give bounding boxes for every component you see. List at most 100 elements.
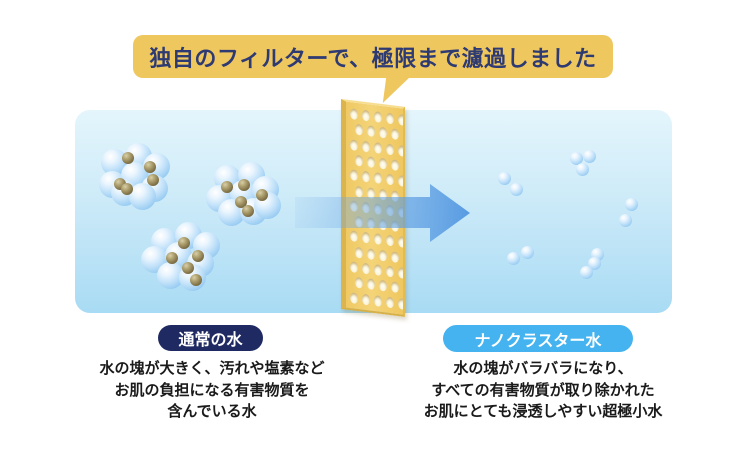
filter-hole [398, 144, 405, 157]
filter-hole [374, 172, 382, 185]
label-nanocluster-water: ナノクラスター水 [443, 325, 633, 352]
filter-hole [362, 109, 370, 122]
impurity-sphere [166, 252, 178, 264]
filter-hole [374, 294, 382, 307]
filter-hole [386, 173, 394, 186]
nano-water-sphere [497, 171, 511, 185]
filter-hole [355, 246, 363, 259]
nano-water-sphere [506, 251, 520, 265]
filter-hole [367, 186, 375, 199]
desc-line: 含んでいる水 [167, 403, 257, 420]
filter-hole [403, 160, 405, 173]
filter-hole [398, 113, 405, 126]
headline-banner: 独自のフィルターで、極限まで濾過しました [133, 35, 613, 78]
filter-hole [362, 262, 370, 275]
filter-hole [391, 220, 399, 233]
filter-hole [379, 218, 387, 231]
filter-hole [350, 261, 358, 274]
filter-hole [398, 266, 405, 279]
impurity-sphere [256, 189, 268, 201]
filter-hole [386, 296, 394, 309]
filter-hole [386, 112, 394, 125]
filter-hole [391, 189, 399, 202]
banner-tail-pointer [382, 76, 411, 103]
filter-hole [379, 126, 387, 139]
filter-hole [362, 231, 370, 244]
filter-hole [391, 281, 399, 294]
filter-hole [403, 191, 405, 204]
filter-hole [350, 199, 358, 212]
filter-hole [355, 185, 363, 198]
filter-hole [355, 124, 363, 136]
filter-hole [386, 143, 394, 156]
filter-hole [355, 215, 363, 228]
filter-hole [374, 233, 382, 246]
filter-hole [379, 188, 387, 201]
impurity-sphere [178, 237, 190, 249]
filter-hole [367, 125, 375, 138]
label-normal-water-text: 通常の水 [178, 332, 243, 349]
impurity-sphere [190, 274, 202, 286]
filter-hole [367, 278, 375, 291]
impurity-sphere [182, 262, 194, 274]
filter-hole [350, 169, 358, 182]
filter-hole [355, 154, 363, 167]
nano-water-sphere [579, 265, 593, 279]
filter-hole [386, 265, 394, 278]
filter-hole [350, 230, 358, 243]
filter-hole [355, 277, 363, 289]
filter-hole [403, 252, 405, 265]
filter-hole [398, 205, 405, 218]
filter-panel [341, 99, 405, 317]
filter-hole [350, 138, 358, 151]
filter-hole [403, 221, 405, 234]
desc-line: 水の塊がバラバラになり、 [453, 360, 633, 377]
filter-hole [350, 291, 358, 304]
filter-hole [367, 247, 375, 260]
desc-line: お肌の負担になる有害物質を [114, 381, 310, 399]
impurity-sphere [242, 205, 254, 217]
nano-water-sphere [618, 213, 632, 227]
filter-hole [386, 204, 394, 217]
filter-hole [398, 297, 405, 310]
filter-hole [386, 234, 394, 247]
filter-hole [367, 217, 375, 230]
filter-hole [379, 279, 387, 292]
headline-text: 独自のフィルターで、極限まで濾過しました [149, 45, 597, 71]
filter-hole [398, 175, 405, 188]
water-molecule-sphere [128, 182, 156, 210]
nano-water-sphere [624, 197, 638, 211]
nano-water-sphere [587, 256, 601, 270]
filter-hole [362, 293, 370, 306]
impurity-sphere [147, 174, 159, 186]
filter-hole [403, 129, 405, 142]
filter-hole [403, 282, 405, 295]
filter-hole [367, 156, 375, 169]
impurity-sphere [238, 179, 250, 191]
filter-hole [374, 264, 382, 277]
impurity-sphere [192, 250, 204, 262]
filter-hole [391, 159, 399, 172]
filter-hole [398, 236, 405, 249]
desc-line: お肌にとても浸透しやすい超極小水 [423, 403, 663, 420]
nano-water-sphere [575, 162, 589, 176]
filter-hole [391, 128, 399, 141]
filter-hole [374, 141, 382, 154]
filter-hole [362, 170, 370, 183]
impurity-sphere [144, 161, 156, 173]
nano-water-sphere [582, 149, 596, 163]
nano-water-sphere [520, 245, 534, 259]
filter-hole [391, 250, 399, 263]
filter-hole [362, 201, 370, 214]
label-nanocluster-water-text: ナノクラスター水 [474, 332, 602, 350]
nano-water-sphere [569, 151, 583, 165]
desc-line: 水の塊が大きく、汚れや塩素など [99, 360, 325, 377]
nanocluster-water-description: 水の塊がバラバラになり、 すべての有害物質が取り除かれた お肌にとても浸透しやす… [424, 358, 663, 423]
impurity-sphere [221, 181, 233, 193]
normal-water-description: 水の塊が大きく、汚れや塩素など お肌の負担になる有害物質を 含んでいる水 [99, 358, 324, 423]
filter-hole [362, 140, 370, 153]
impurity-sphere [121, 183, 133, 195]
filter-hole [350, 108, 358, 121]
nano-water-sphere [509, 182, 523, 196]
desc-line: すべての有害物質が取り除かれた [431, 381, 655, 399]
